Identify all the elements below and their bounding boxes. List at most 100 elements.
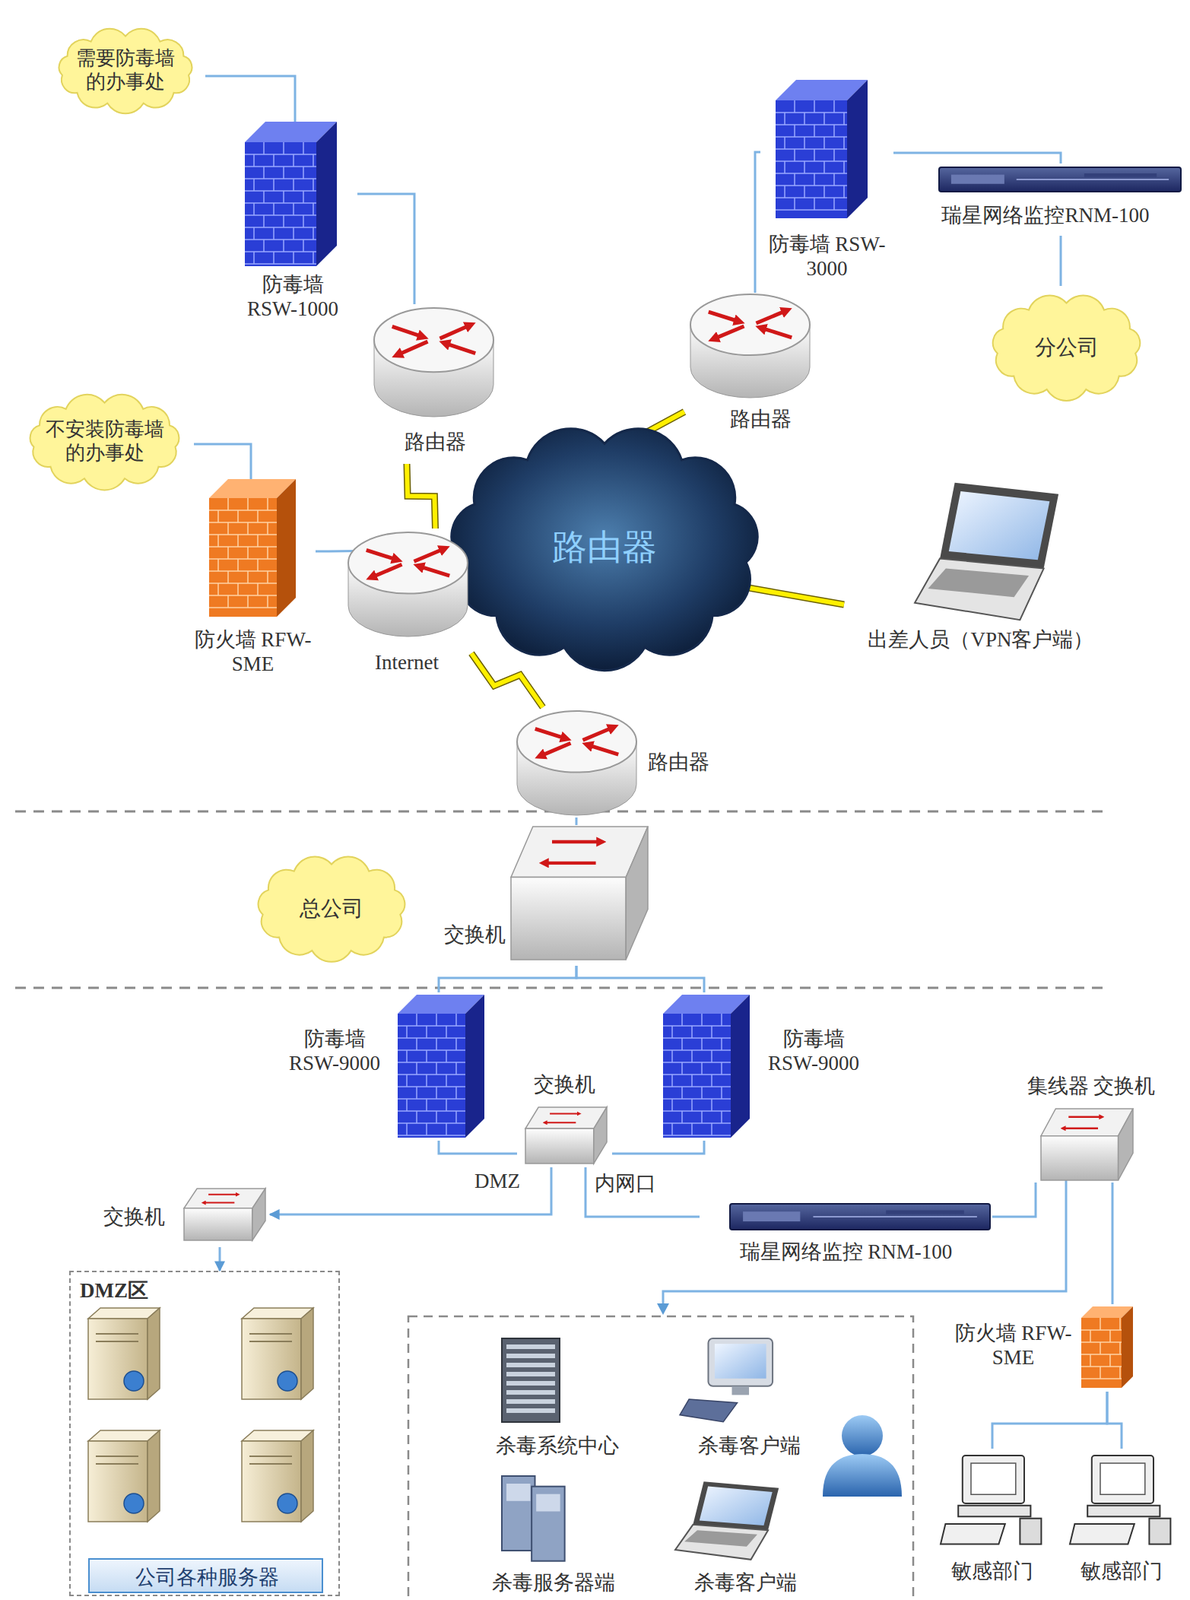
node-label: 敏感部门 <box>1060 1558 1183 1584</box>
lan-cable <box>219 1247 221 1271</box>
node-label: 出差人员（VPN客户端） <box>844 627 1118 652</box>
wan-link <box>471 653 543 708</box>
node-label: 防毒墙 RSW-9000 <box>281 1026 388 1076</box>
site-cloud-icon <box>45 22 206 118</box>
antivirus-wall: 防毒墙 RSW-3000 <box>760 79 894 293</box>
lan-cable <box>585 1167 700 1217</box>
port-label: DMZ <box>474 1168 521 1194</box>
laptop: 出差人员（VPN客户端） <box>844 475 1118 662</box>
node-label: 杀毒客户端 <box>669 1570 822 1595</box>
antivirus-wall-icon <box>397 994 485 1138</box>
lan-cable <box>1112 1182 1114 1305</box>
lan-cable <box>576 817 578 826</box>
section-divider <box>15 811 1103 988</box>
lan-cable <box>1060 235 1062 286</box>
site-cloud: 不安装防毒墙的办事处 <box>15 387 194 496</box>
wan-link <box>406 463 436 529</box>
port-label: 内网口 <box>594 1170 657 1196</box>
antivirus-wall-icon <box>244 121 337 267</box>
node-label: 防毒墙 RSW-1000 <box>235 272 350 322</box>
router-icon <box>372 306 496 419</box>
node-label: 防火墙 RFW-SME <box>950 1320 1076 1371</box>
client-pc-icon <box>678 1336 786 1424</box>
node-label: 路由器 <box>490 526 719 569</box>
site-cloud-icon <box>15 387 194 496</box>
node-label: 路由器 <box>387 429 483 454</box>
switch-icon <box>1040 1108 1133 1181</box>
department-pc-icon <box>1068 1453 1175 1546</box>
node-label: 路由器 <box>639 749 718 775</box>
network-monitor-icon <box>939 167 1181 192</box>
router: 路由器 <box>513 707 719 818</box>
switch: 交换机 <box>91 1186 270 1248</box>
node-label: 总公司 <box>285 895 378 922</box>
department-pc: 敏感部门 <box>1060 1448 1183 1594</box>
node-label: 瑞星网络监控RNM-100 <box>908 203 1183 228</box>
client-pc: 杀毒客户端 <box>672 1334 826 1464</box>
router: 路由器 <box>372 304 499 464</box>
internet-cloud: 路由器 <box>425 403 784 692</box>
laptop-icon <box>673 1479 781 1562</box>
node-label: 杀毒系统中心 <box>475 1433 639 1458</box>
lan-cable <box>1107 1391 1122 1449</box>
dmz-zone: DMZ区公司各种服务器 <box>69 1270 340 1597</box>
firewall: 防火墙 RFW-SME <box>190 479 316 692</box>
server-label-box: 公司各种服务器 <box>88 1558 324 1594</box>
antivirus-wall: 防毒墙 RSW-9000 <box>281 992 487 1141</box>
router-icon <box>688 292 812 400</box>
lan-cable <box>612 1140 705 1154</box>
lan-cable <box>438 1140 518 1154</box>
department-pc: 敏感部门 <box>931 1448 1054 1594</box>
node-label: 需要防毒墙的办事处 <box>72 46 179 94</box>
switch: 交换机 <box>517 1072 613 1168</box>
firewall-icon <box>1081 1306 1133 1388</box>
node-label: 交换机 <box>441 922 508 947</box>
node-label: DMZ区 <box>79 1278 164 1303</box>
node-label: 公司各种服务器 <box>89 1564 325 1590</box>
lan-cable <box>438 965 577 993</box>
network-monitor-icon <box>729 1203 991 1230</box>
node-label: 敏感部门 <box>931 1558 1054 1584</box>
node-label: 不安装防毒墙的办事处 <box>41 417 168 465</box>
lan-cable <box>576 965 705 993</box>
switch-icon <box>184 1188 266 1241</box>
antivirus-server: 杀毒服务器端 <box>471 1471 635 1599</box>
node-label: 集线器 交换机 <box>1007 1073 1175 1098</box>
router-icon <box>346 530 470 638</box>
laptop: 杀毒客户端 <box>669 1475 822 1599</box>
switch: 集线器 交换机 <box>1007 1072 1175 1183</box>
antivirus-center-icon <box>500 1336 562 1424</box>
switch-icon <box>510 826 648 960</box>
router-icon <box>515 709 638 817</box>
lan-cable <box>992 1391 1108 1449</box>
lan-cable <box>357 193 415 305</box>
router: 路由器 <box>684 292 814 442</box>
node-label: Internet <box>361 650 453 675</box>
department-pc-icon <box>939 1453 1046 1546</box>
node-label: 杀毒服务器端 <box>471 1570 635 1595</box>
lan-cable <box>269 1167 552 1215</box>
node-label: 防毒墙 RSW-9000 <box>760 1026 867 1076</box>
node-label: 瑞星网络监控 RNM-100 <box>699 1239 993 1264</box>
antivirus-center: 杀毒系统中心 <box>475 1334 639 1464</box>
network-monitor: 瑞星网络监控 RNM-100 <box>699 1199 993 1273</box>
node-label: 防毒墙 RSW-3000 <box>764 231 890 282</box>
network-monitor: 瑞星网络监控RNM-100 <box>908 163 1183 236</box>
lan-cable <box>893 152 1061 164</box>
node-label: 分公司 <box>1021 334 1113 361</box>
lan-cable <box>755 152 761 293</box>
switch-icon <box>525 1107 607 1164</box>
site-cloud: 需要防毒墙的办事处 <box>45 22 206 118</box>
node-label: 防火墙 RFW-SME <box>193 627 312 677</box>
hub-to-zone-wire <box>656 1180 1067 1315</box>
site-cloud: 分公司 <box>979 285 1154 409</box>
node-label: 杀毒客户端 <box>672 1433 826 1458</box>
firewall: 防火墙 RFW-SME <box>950 1304 1137 1392</box>
node-label: 路由器 <box>714 406 807 432</box>
antivirus-wall: 防毒墙 RSW-9000 <box>661 992 867 1141</box>
antivirus-zone <box>408 1316 914 1600</box>
antivirus-wall-icon <box>663 994 750 1138</box>
user-icon <box>822 1415 902 1497</box>
lan-cable <box>992 1182 1036 1217</box>
